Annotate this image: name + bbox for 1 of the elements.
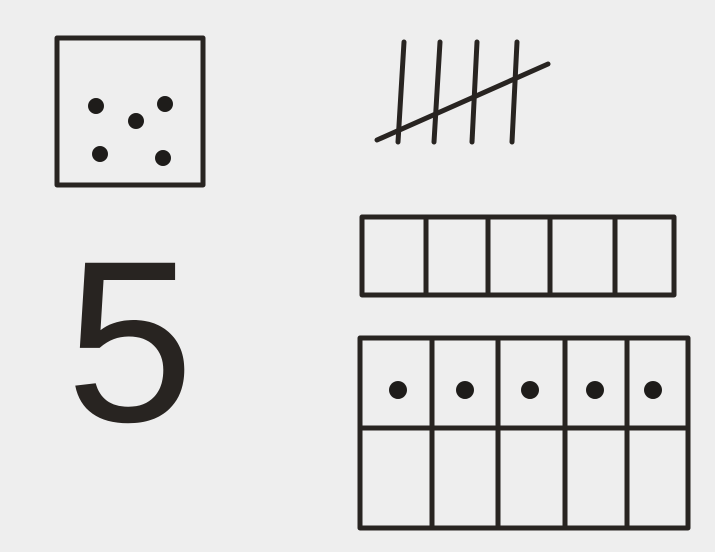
- numeral: 5: [75, 262, 184, 424]
